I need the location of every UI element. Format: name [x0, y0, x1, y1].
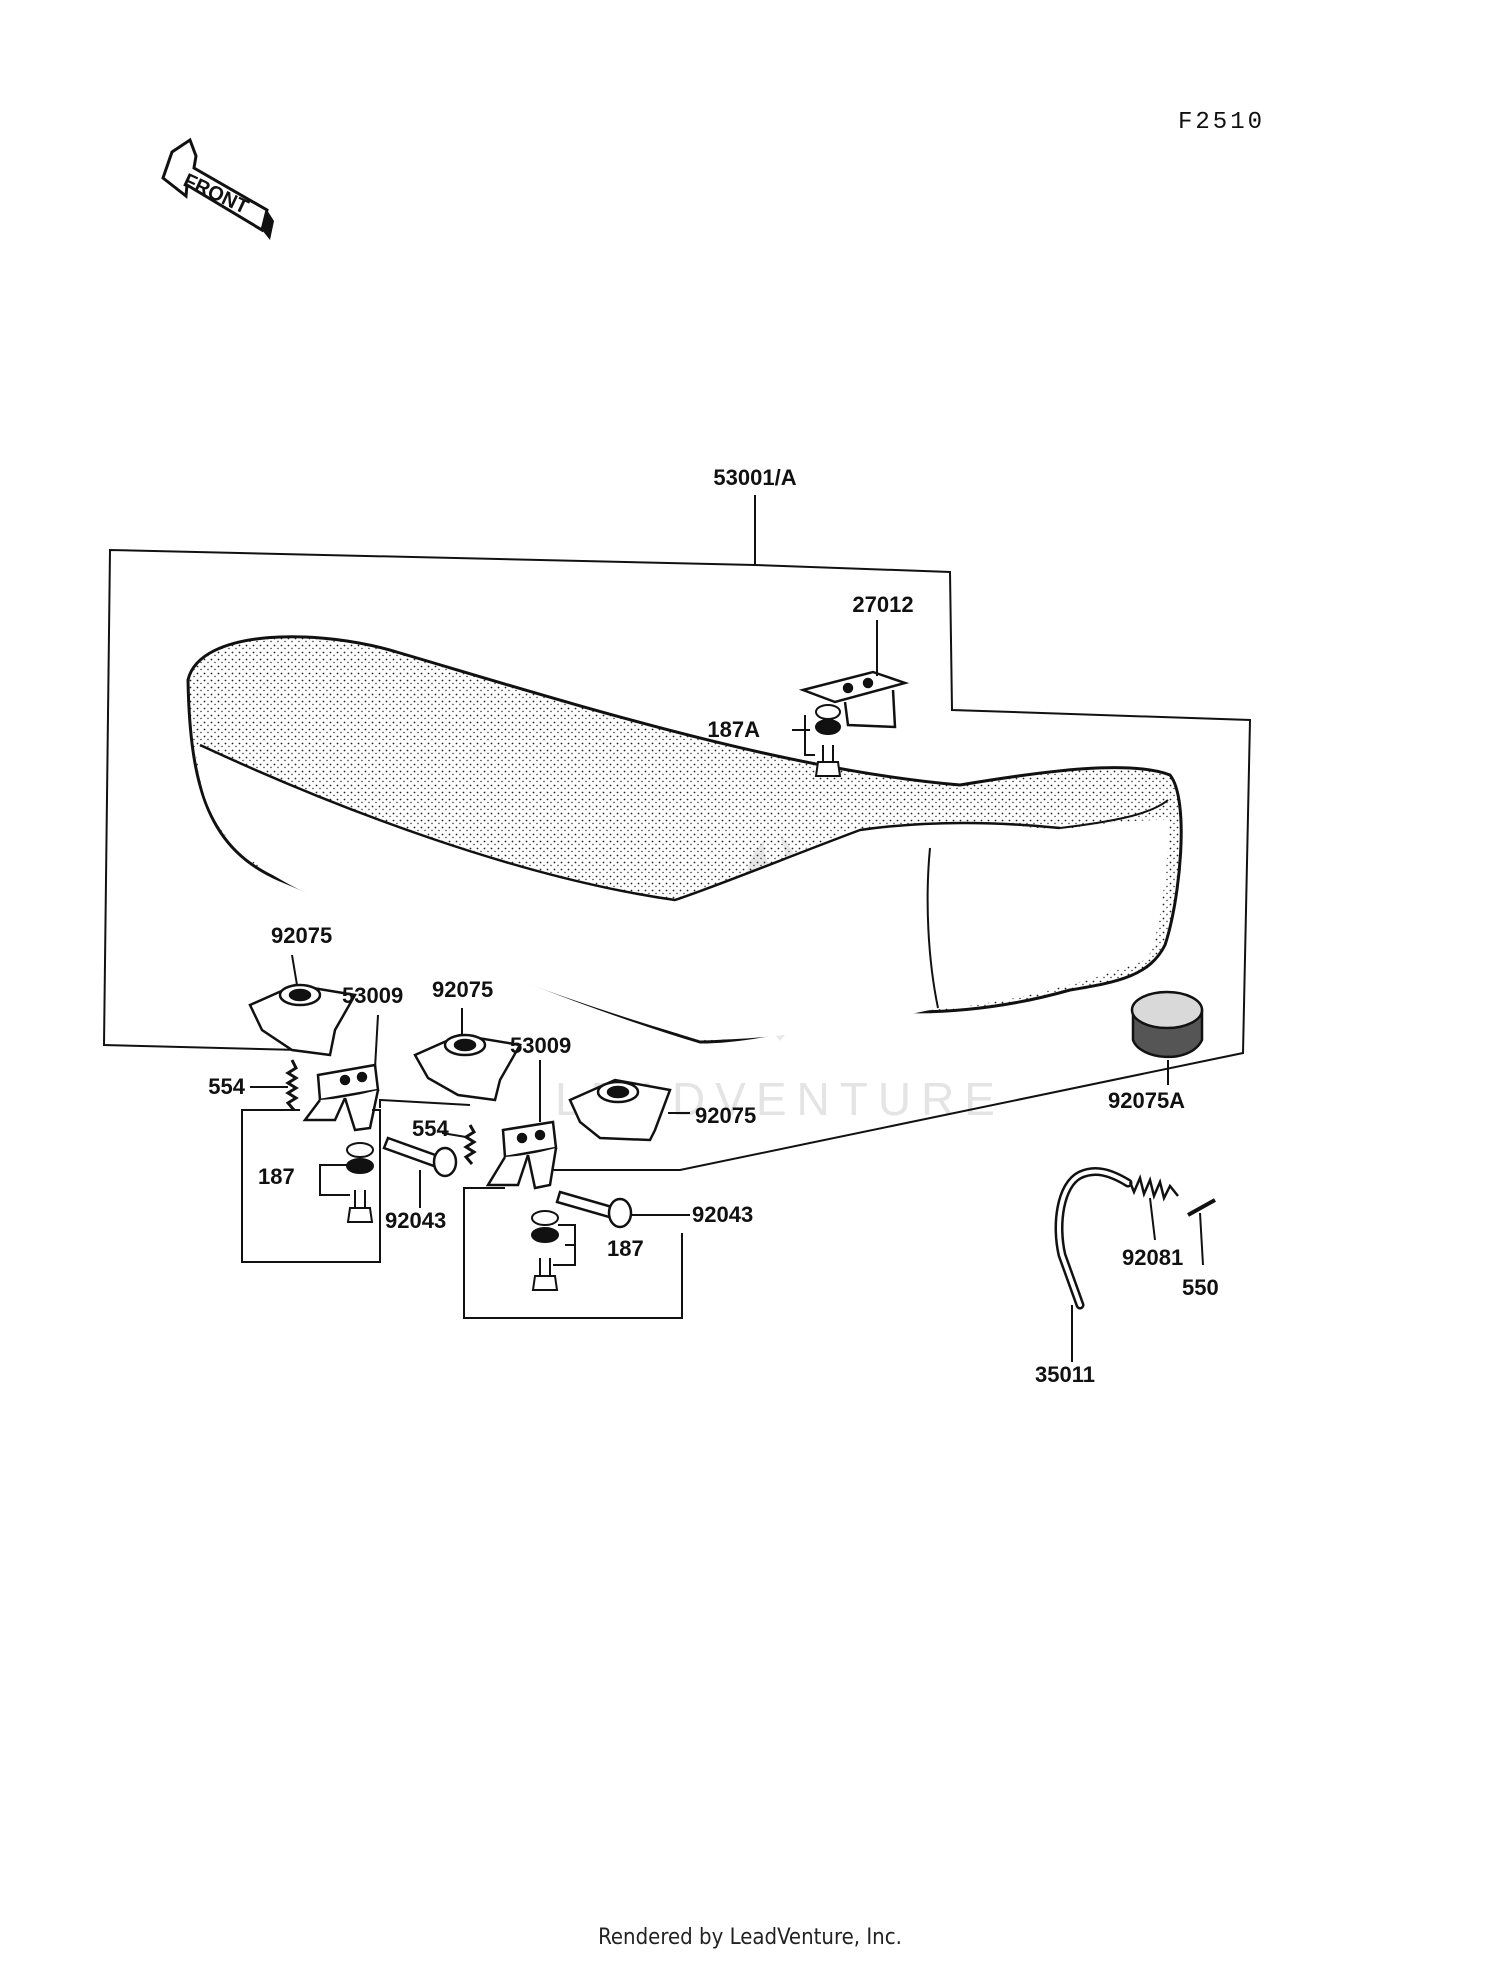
part-187-right-fasteners	[531, 1210, 559, 1291]
part-35011-rod	[1054, 1167, 1133, 1310]
label-187-left: 187	[258, 1164, 295, 1189]
part-53009-left-bracket	[302, 1063, 380, 1132]
figure-code: F2510	[1178, 109, 1265, 136]
front-label: FRONT	[180, 170, 252, 219]
label-187A: 187A	[707, 717, 760, 742]
part-53009-mid-bracket	[485, 1120, 558, 1190]
part-92075-left-block	[248, 983, 357, 1057]
label-550: 550	[1182, 1275, 1219, 1300]
part-187A-fasteners	[792, 704, 842, 777]
part-550-pin	[1187, 1198, 1216, 1217]
label-92081: 92081	[1122, 1245, 1183, 1270]
part-554-mid-spring	[463, 1124, 477, 1165]
label-92075-left: 92075	[271, 923, 332, 948]
render-credit: Rendered by LeadVenture, Inc.	[598, 1925, 902, 1950]
part-92043-left-pin	[382, 1136, 458, 1178]
part-35011-rod-inner	[1057, 1169, 1130, 1307]
part-92075-right-block	[568, 1078, 672, 1142]
part-92043-right-pin	[555, 1190, 633, 1229]
part-554-left-spring	[285, 1059, 299, 1111]
part-92075A-cap	[1130, 990, 1204, 1059]
part-27012-plate	[798, 670, 910, 729]
label-92075-mid: 92075	[432, 977, 493, 1002]
label-92075A: 92075A	[1108, 1088, 1185, 1113]
label-554-left: 554	[208, 1074, 245, 1099]
label-53009-left: 53009	[342, 983, 403, 1008]
label-92043-right: 92043	[692, 1202, 753, 1227]
assembly-bracket-53001A	[102, 495, 1252, 1171]
label-53001A: 53001/A	[713, 465, 796, 490]
seat-cushion	[186, 635, 1183, 1044]
leader-lines	[241, 620, 1204, 1362]
front-arrow-icon: FRONT	[161, 137, 274, 240]
label-187-right: 187	[607, 1236, 644, 1261]
label-92075-right: 92075	[695, 1103, 756, 1128]
label-92043-left: 92043	[385, 1208, 446, 1233]
part-92075-mid-block	[413, 1033, 522, 1102]
label-554-mid: 554	[412, 1116, 449, 1141]
part-187-left-fasteners	[346, 1142, 374, 1223]
label-27012: 27012	[852, 592, 913, 617]
part-92081-spring	[1128, 1174, 1179, 1202]
label-53009-mid: 53009	[510, 1033, 571, 1058]
label-35011: 35011	[1035, 1362, 1095, 1387]
